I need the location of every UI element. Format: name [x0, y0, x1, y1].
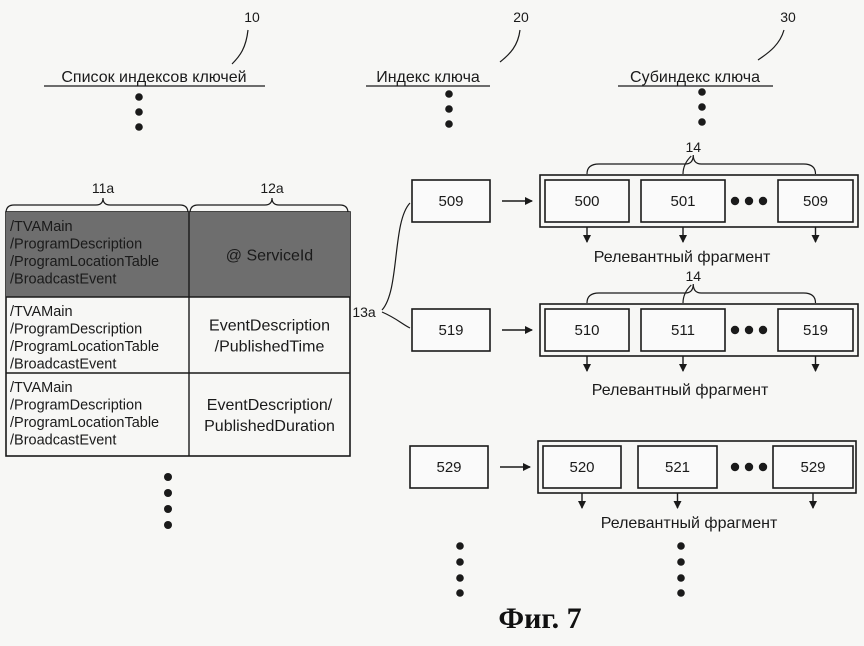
- table-value-line: PublishedDuration: [204, 418, 335, 435]
- ellipsis-dot: [745, 326, 753, 334]
- ref-numeral-30: 30: [780, 9, 796, 25]
- subindex-value: 510: [574, 322, 599, 339]
- figure-caption: Фиг. 7: [470, 602, 610, 636]
- relevant-fragment-label: Релевантный фрагмент: [601, 515, 778, 532]
- subindex-value: 519: [803, 322, 828, 339]
- subindex-brace: [587, 155, 816, 174]
- index-groups: 509 500 501 509Релевантный фрагмент 14 519 510…: [410, 139, 858, 532]
- header-key-subindex: Субиндекс ключа: [630, 69, 760, 86]
- header-key-index: Индекс ключа: [376, 69, 480, 86]
- ref-numeral-11a: 11a: [92, 180, 115, 196]
- relevant-fragment-label: Релевантный фрагмент: [592, 382, 769, 399]
- subindex-value: 529: [800, 459, 825, 476]
- table-path-line: /ProgramLocationTable: [10, 415, 159, 431]
- subindex-value: 521: [665, 459, 690, 476]
- ref-numeral-13a: 13a: [352, 304, 376, 320]
- key-index-value: 529: [436, 459, 461, 476]
- subindex-brace-branch: [683, 285, 691, 303]
- subindex-value: 509: [803, 193, 828, 210]
- subindex-value: 500: [574, 193, 599, 210]
- key-index-value: 509: [438, 193, 463, 210]
- table-path-line: /TVAMain: [10, 380, 73, 396]
- table-path-line: /ProgramLocationTable: [10, 254, 159, 270]
- table-path-line: /TVAMain: [10, 219, 73, 235]
- ellipsis-dot: [731, 326, 739, 334]
- subindex-value: 511: [671, 322, 695, 339]
- brace-12a: [190, 198, 348, 213]
- continuation-dots-bottom: [164, 473, 685, 597]
- ref-numeral-14: 14: [685, 139, 701, 155]
- ref-numeral-12a: 12a: [260, 180, 284, 196]
- ellipsis-dot: [759, 326, 767, 334]
- table-path-line: /ProgramLocationTable: [10, 339, 159, 355]
- table-path-line: /ProgramDescription: [10, 398, 142, 414]
- table-path-line: /BroadcastEvent: [10, 433, 116, 449]
- brace-11a: [6, 198, 188, 213]
- table-path-line: /TVAMain: [10, 304, 73, 320]
- connector-13a-upper: [382, 203, 410, 310]
- subindex-brace-branch: [683, 156, 691, 174]
- table-path-line: /BroadcastEvent: [10, 272, 116, 288]
- subindex-value: 520: [569, 459, 594, 476]
- ref-numeral-20: 20: [513, 9, 529, 25]
- ellipsis-dot: [745, 197, 753, 205]
- ellipsis-dot: [759, 197, 767, 205]
- continuation-dots-top: [135, 88, 706, 131]
- table-path-line: /BroadcastEvent: [10, 357, 116, 373]
- ref-numeral-14: 14: [685, 268, 701, 284]
- key-index-table: /TVAMain/ProgramDescription/ProgramLocat…: [6, 212, 350, 456]
- table-value-line: @ ServiceId: [226, 248, 313, 265]
- table-value-line: /PublishedTime: [215, 339, 325, 356]
- ellipsis-dot: [745, 463, 753, 471]
- ellipsis-dot: [731, 197, 739, 205]
- ellipsis-dot: [759, 463, 767, 471]
- table-value-line: EventDescription/: [207, 397, 333, 414]
- table-path-line: /ProgramDescription: [10, 237, 142, 253]
- connector-13a-lower: [382, 312, 410, 328]
- header-key-index-list: Список индексов ключей: [61, 69, 246, 86]
- subindex-brace: [587, 284, 816, 303]
- leader-20: [500, 30, 520, 62]
- relevant-fragment-label: Релевантный фрагмент: [594, 249, 771, 266]
- leader-30: [758, 30, 784, 60]
- subindex-value: 501: [670, 193, 695, 210]
- table-value-line: EventDescription: [209, 318, 330, 335]
- key-index-value: 519: [438, 322, 463, 339]
- leader-10: [232, 30, 248, 64]
- ellipsis-dot: [731, 463, 739, 471]
- table-path-line: /ProgramDescription: [10, 322, 142, 338]
- ref-numeral-10: 10: [244, 9, 260, 25]
